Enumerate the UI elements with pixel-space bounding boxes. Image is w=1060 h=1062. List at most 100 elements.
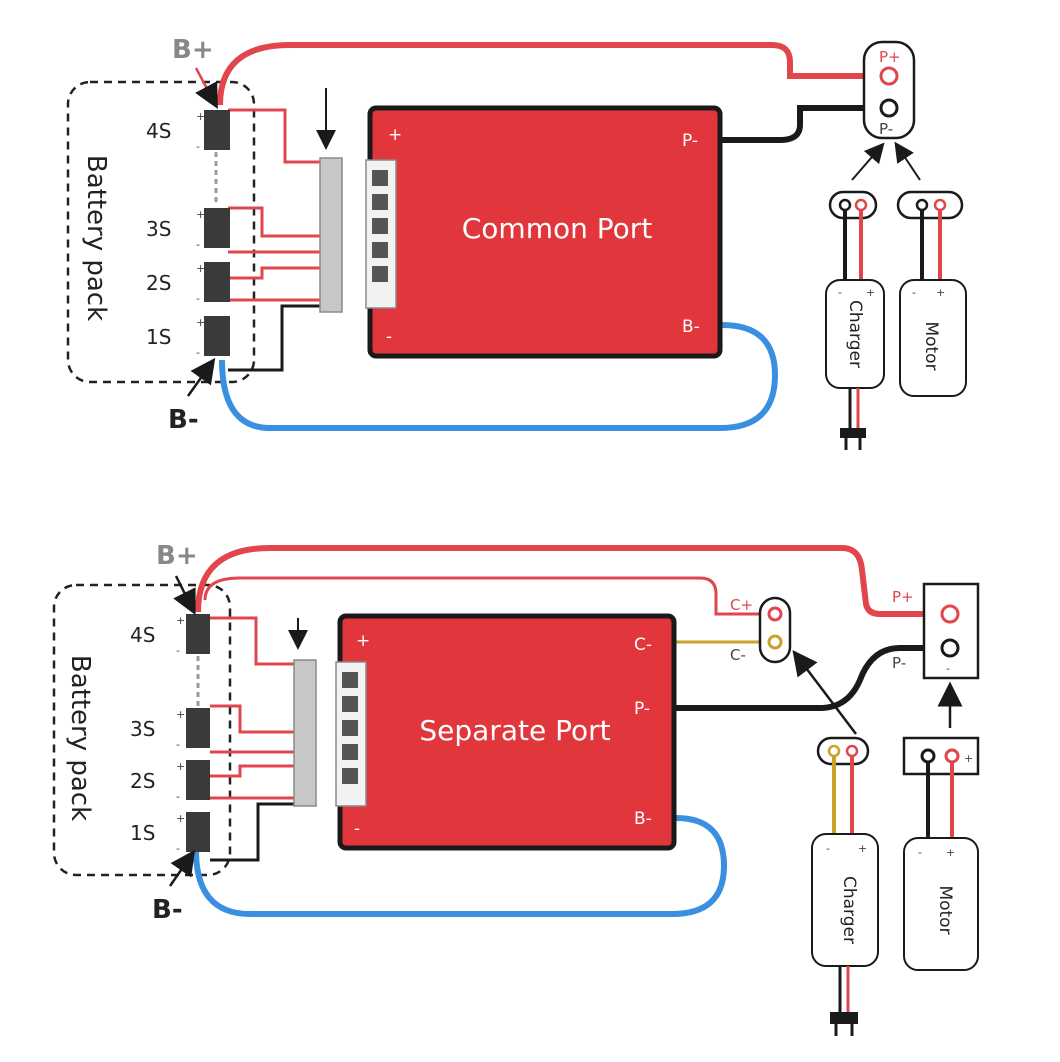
battery-pack-label: Battery pack xyxy=(65,655,95,821)
socket-pin xyxy=(372,218,388,234)
b-plus-wire xyxy=(195,545,940,617)
balance-wire-ground xyxy=(210,802,296,862)
socket-pin xyxy=(342,672,358,688)
socket-pin xyxy=(372,242,388,258)
svg-text:-: - xyxy=(196,292,200,305)
balance-wire-2s-b xyxy=(228,266,322,280)
svg-text:-: - xyxy=(918,846,922,859)
terminal-p-minus-post xyxy=(879,98,899,118)
svg-text:+: + xyxy=(196,208,205,221)
common-port-diagram: Battery pack +- +- +- +- 4S 3S 2S 1S B+ … xyxy=(66,35,967,450)
terminal-p-plus: P+ xyxy=(879,48,901,66)
cell-1s xyxy=(186,812,210,852)
charger-body xyxy=(825,279,885,389)
charger-plug xyxy=(828,190,878,220)
c-terminal-c-minus: C- xyxy=(730,646,746,664)
separate-port-diagram: Battery pack +- +- +- +- 4S 3S 2S 1S B+ xyxy=(52,541,980,1036)
balance-connector xyxy=(319,157,343,313)
cell-label-2s: 2S xyxy=(130,769,155,793)
b-plus-label: B+ xyxy=(156,541,198,571)
socket-pin xyxy=(342,744,358,760)
svg-text:+: + xyxy=(196,262,205,275)
cell-label-1s: 1S xyxy=(146,325,171,349)
motor-label: Motor xyxy=(935,885,955,934)
battery-pack-frame xyxy=(66,80,256,384)
balance-wire-ground xyxy=(228,304,322,372)
cell-2s xyxy=(186,760,210,800)
b-minus-arrow xyxy=(168,849,196,887)
board-title: Common Port xyxy=(462,212,653,245)
svg-text:+: + xyxy=(964,752,973,765)
balance-wire-4s xyxy=(228,108,322,164)
balance-wire-3s xyxy=(210,704,296,734)
svg-text:-: - xyxy=(176,790,180,803)
socket-pin xyxy=(342,768,358,784)
terminal-p-minus: P- xyxy=(879,120,893,138)
motor-body xyxy=(899,279,967,397)
svg-text:-: - xyxy=(826,842,830,855)
cell-2s xyxy=(204,262,230,302)
svg-text:+: + xyxy=(946,846,955,859)
output-terminal xyxy=(862,40,916,140)
cell-4s xyxy=(204,110,230,150)
svg-text:+: + xyxy=(866,286,875,299)
motor-plug xyxy=(896,190,964,220)
cell-label-3s: 3S xyxy=(130,717,155,741)
p-minus-wire xyxy=(676,645,940,711)
motor-to-terminal-arrow xyxy=(894,141,921,181)
socket-pin xyxy=(342,696,358,712)
socket-pin xyxy=(372,170,388,186)
cell-4s xyxy=(186,614,210,654)
svg-text:+: + xyxy=(176,708,185,721)
svg-text:-: - xyxy=(176,842,180,855)
charger-label: Charger xyxy=(839,876,859,944)
terminal-p-plus-post xyxy=(879,66,899,86)
svg-text:-: - xyxy=(196,346,200,359)
cell-label-4s: 4S xyxy=(146,119,171,143)
charger-to-terminal-arrow xyxy=(851,142,885,181)
svg-text:-: - xyxy=(176,738,180,751)
cell-1s xyxy=(204,316,230,356)
cell-3s xyxy=(186,708,210,748)
socket-pin xyxy=(372,194,388,210)
port-b-minus: B- xyxy=(634,809,652,829)
port-b-minus: B- xyxy=(682,317,700,337)
motor-plug xyxy=(902,736,980,776)
balance-wire-2s-b xyxy=(210,764,296,778)
b-minus-label: B- xyxy=(152,895,183,925)
terminal-p-minus: P- xyxy=(892,654,906,672)
battery-pack-label: Battery pack xyxy=(81,155,111,321)
cell-label-2s: 2S xyxy=(146,271,171,295)
terminal-p-plus: P+ xyxy=(892,588,914,606)
b-plus-arrow xyxy=(194,67,218,110)
svg-text:-: - xyxy=(196,140,200,153)
board-minus: - xyxy=(386,327,392,347)
b-plus-arrow xyxy=(173,575,196,616)
output-terminal xyxy=(922,582,980,680)
p-minus-wire xyxy=(722,105,880,143)
b-plus-label: B+ xyxy=(172,35,214,65)
port-p-minus: P- xyxy=(682,131,698,151)
svg-text:-: - xyxy=(176,644,180,657)
b-minus-label: B- xyxy=(168,405,199,435)
svg-text:+: + xyxy=(196,110,205,123)
charger-body xyxy=(811,833,879,967)
mains-plug xyxy=(830,1012,858,1024)
board-plus: + xyxy=(388,125,402,145)
b-minus-arrow xyxy=(186,357,216,397)
svg-text:+: + xyxy=(176,812,185,825)
motor-body xyxy=(903,837,979,971)
charger-label: Charger xyxy=(845,300,865,368)
board-plus: + xyxy=(356,631,370,651)
board-title: Separate Port xyxy=(419,714,610,747)
c-terminal-c-plus: C+ xyxy=(730,596,753,614)
balance-wire-4s xyxy=(210,616,296,666)
c-plus-wire xyxy=(203,576,770,616)
cell-label-1s: 1S xyxy=(130,821,155,845)
charger-plug xyxy=(816,736,870,766)
svg-text:+: + xyxy=(176,614,185,627)
balance-wire-3s xyxy=(228,206,322,238)
svg-text:+: + xyxy=(936,286,945,299)
svg-text:-: - xyxy=(196,238,200,251)
